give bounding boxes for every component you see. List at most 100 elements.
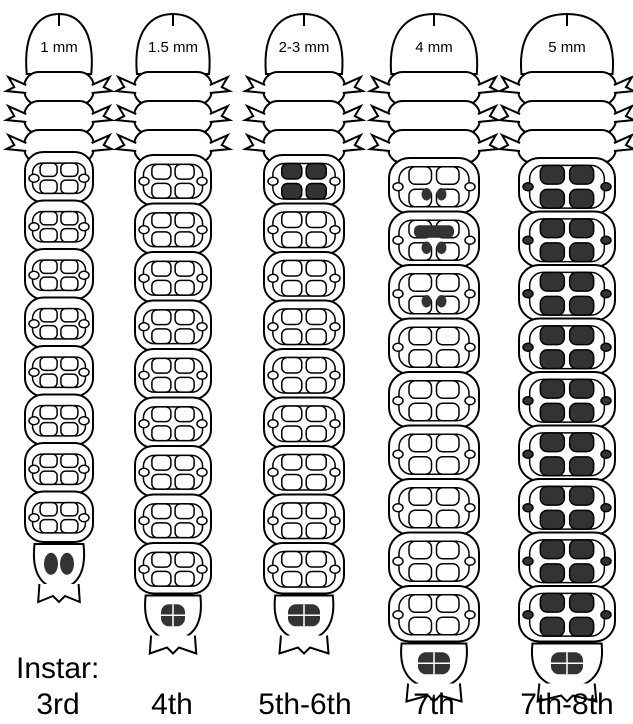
size-label: 1 mm	[40, 39, 78, 56]
spiracle	[465, 290, 475, 298]
dorsal-plate	[61, 357, 78, 370]
dorsal-plate	[175, 504, 194, 519]
thoracic-leg	[6, 106, 26, 122]
spiracle	[465, 504, 475, 512]
dorsal-plate	[306, 280, 326, 296]
thoracic-leg	[6, 135, 26, 151]
dorsal-plate	[570, 433, 594, 452]
dorsal-plate	[282, 503, 302, 519]
spiracle	[29, 271, 39, 279]
spiracle	[268, 565, 278, 573]
dorsal-plate	[61, 180, 78, 193]
dorsal-plate	[540, 403, 564, 422]
dorsal-plate	[175, 426, 194, 441]
dorsal-plate	[40, 454, 57, 467]
dorsal-plate	[570, 165, 594, 184]
spiracle	[393, 236, 403, 244]
dorsal-plate	[282, 357, 302, 373]
dorsal-plate	[409, 510, 432, 528]
dorsal-plate	[570, 350, 594, 369]
dorsal-plate	[570, 296, 594, 315]
dorsal-spot	[414, 225, 454, 238]
dorsal-plate	[40, 406, 57, 419]
dorsal-plate	[570, 326, 594, 345]
thoracic-leg	[116, 77, 136, 93]
dorsal-plate	[437, 564, 460, 582]
dorsal-plate	[282, 377, 302, 393]
dorsal-plate	[409, 167, 432, 185]
dorsal-plate	[282, 329, 302, 345]
spiracle	[197, 323, 207, 331]
thoracic-leg	[210, 135, 230, 151]
dorsal-plate	[306, 357, 326, 373]
dorsal-plate	[152, 261, 171, 276]
thoracic-leg	[370, 77, 390, 93]
pseudopods	[38, 584, 80, 602]
dorsal-plate	[437, 457, 460, 475]
spiracle	[197, 274, 207, 282]
dorsal-plate	[152, 474, 171, 489]
thoracic-leg	[478, 106, 498, 122]
spiracle	[79, 465, 89, 473]
dorsal-plate	[540, 540, 564, 559]
spiracle	[79, 368, 89, 376]
pseudopods	[280, 636, 329, 654]
spiracle	[268, 226, 278, 234]
dorsal-spot	[422, 242, 432, 255]
dorsal-plate	[282, 426, 302, 442]
dorsal-plate	[540, 165, 564, 184]
dorsal-plate	[40, 163, 57, 176]
dorsal-plate	[175, 213, 194, 228]
spiracle	[601, 557, 611, 565]
dorsal-plate	[306, 474, 326, 490]
thoracic-leg	[92, 135, 112, 151]
anal-plate	[44, 553, 58, 575]
dorsal-plate	[570, 403, 594, 422]
dorsal-plate	[540, 617, 564, 636]
dorsal-plate	[175, 552, 194, 567]
dorsal-plate	[409, 564, 432, 582]
dorsal-plate	[152, 232, 171, 247]
larva-4: 4 mm	[370, 14, 498, 702]
dorsal-plate	[61, 163, 78, 176]
dorsal-plate	[40, 374, 57, 387]
spiracle	[601, 611, 611, 619]
thoracic-leg	[210, 106, 230, 122]
instar-label-1: 3rd	[36, 690, 79, 720]
instar-label-2: 4th	[151, 690, 193, 720]
spiracle	[139, 226, 149, 234]
dorsal-plate	[306, 454, 326, 470]
dorsal-plate	[152, 329, 171, 344]
spiracle	[523, 557, 533, 565]
spiracle	[393, 343, 403, 351]
spiracle	[197, 226, 207, 234]
spiracle	[268, 323, 278, 331]
dorsal-plate	[61, 454, 78, 467]
spiracle	[465, 557, 475, 565]
dorsal-plate	[175, 377, 194, 392]
spiracle	[197, 177, 207, 185]
dorsal-plate	[175, 310, 194, 325]
dorsal-plate	[437, 595, 460, 613]
size-label: 2-3 mm	[279, 39, 330, 56]
thoracic-leg	[614, 77, 633, 93]
dorsal-plate	[61, 503, 78, 516]
thoracic-leg	[478, 135, 498, 151]
spiracle	[393, 504, 403, 512]
dorsal-plate	[306, 406, 326, 422]
spiracle	[139, 468, 149, 476]
dorsal-plate	[175, 455, 194, 470]
spiracle	[139, 177, 149, 185]
dorsal-plate	[152, 164, 171, 179]
dorsal-plate	[40, 423, 57, 436]
larva-5: 5 mm	[500, 14, 633, 702]
dorsal-plate	[409, 327, 432, 345]
dorsal-plate	[437, 617, 460, 635]
dorsal-spot	[437, 188, 447, 201]
spiracle	[523, 183, 533, 191]
dorsal-plate	[40, 503, 57, 516]
spiracle	[601, 290, 611, 298]
dorsal-plate	[152, 504, 171, 519]
spiracle	[197, 517, 207, 525]
dorsal-plate	[570, 379, 594, 398]
